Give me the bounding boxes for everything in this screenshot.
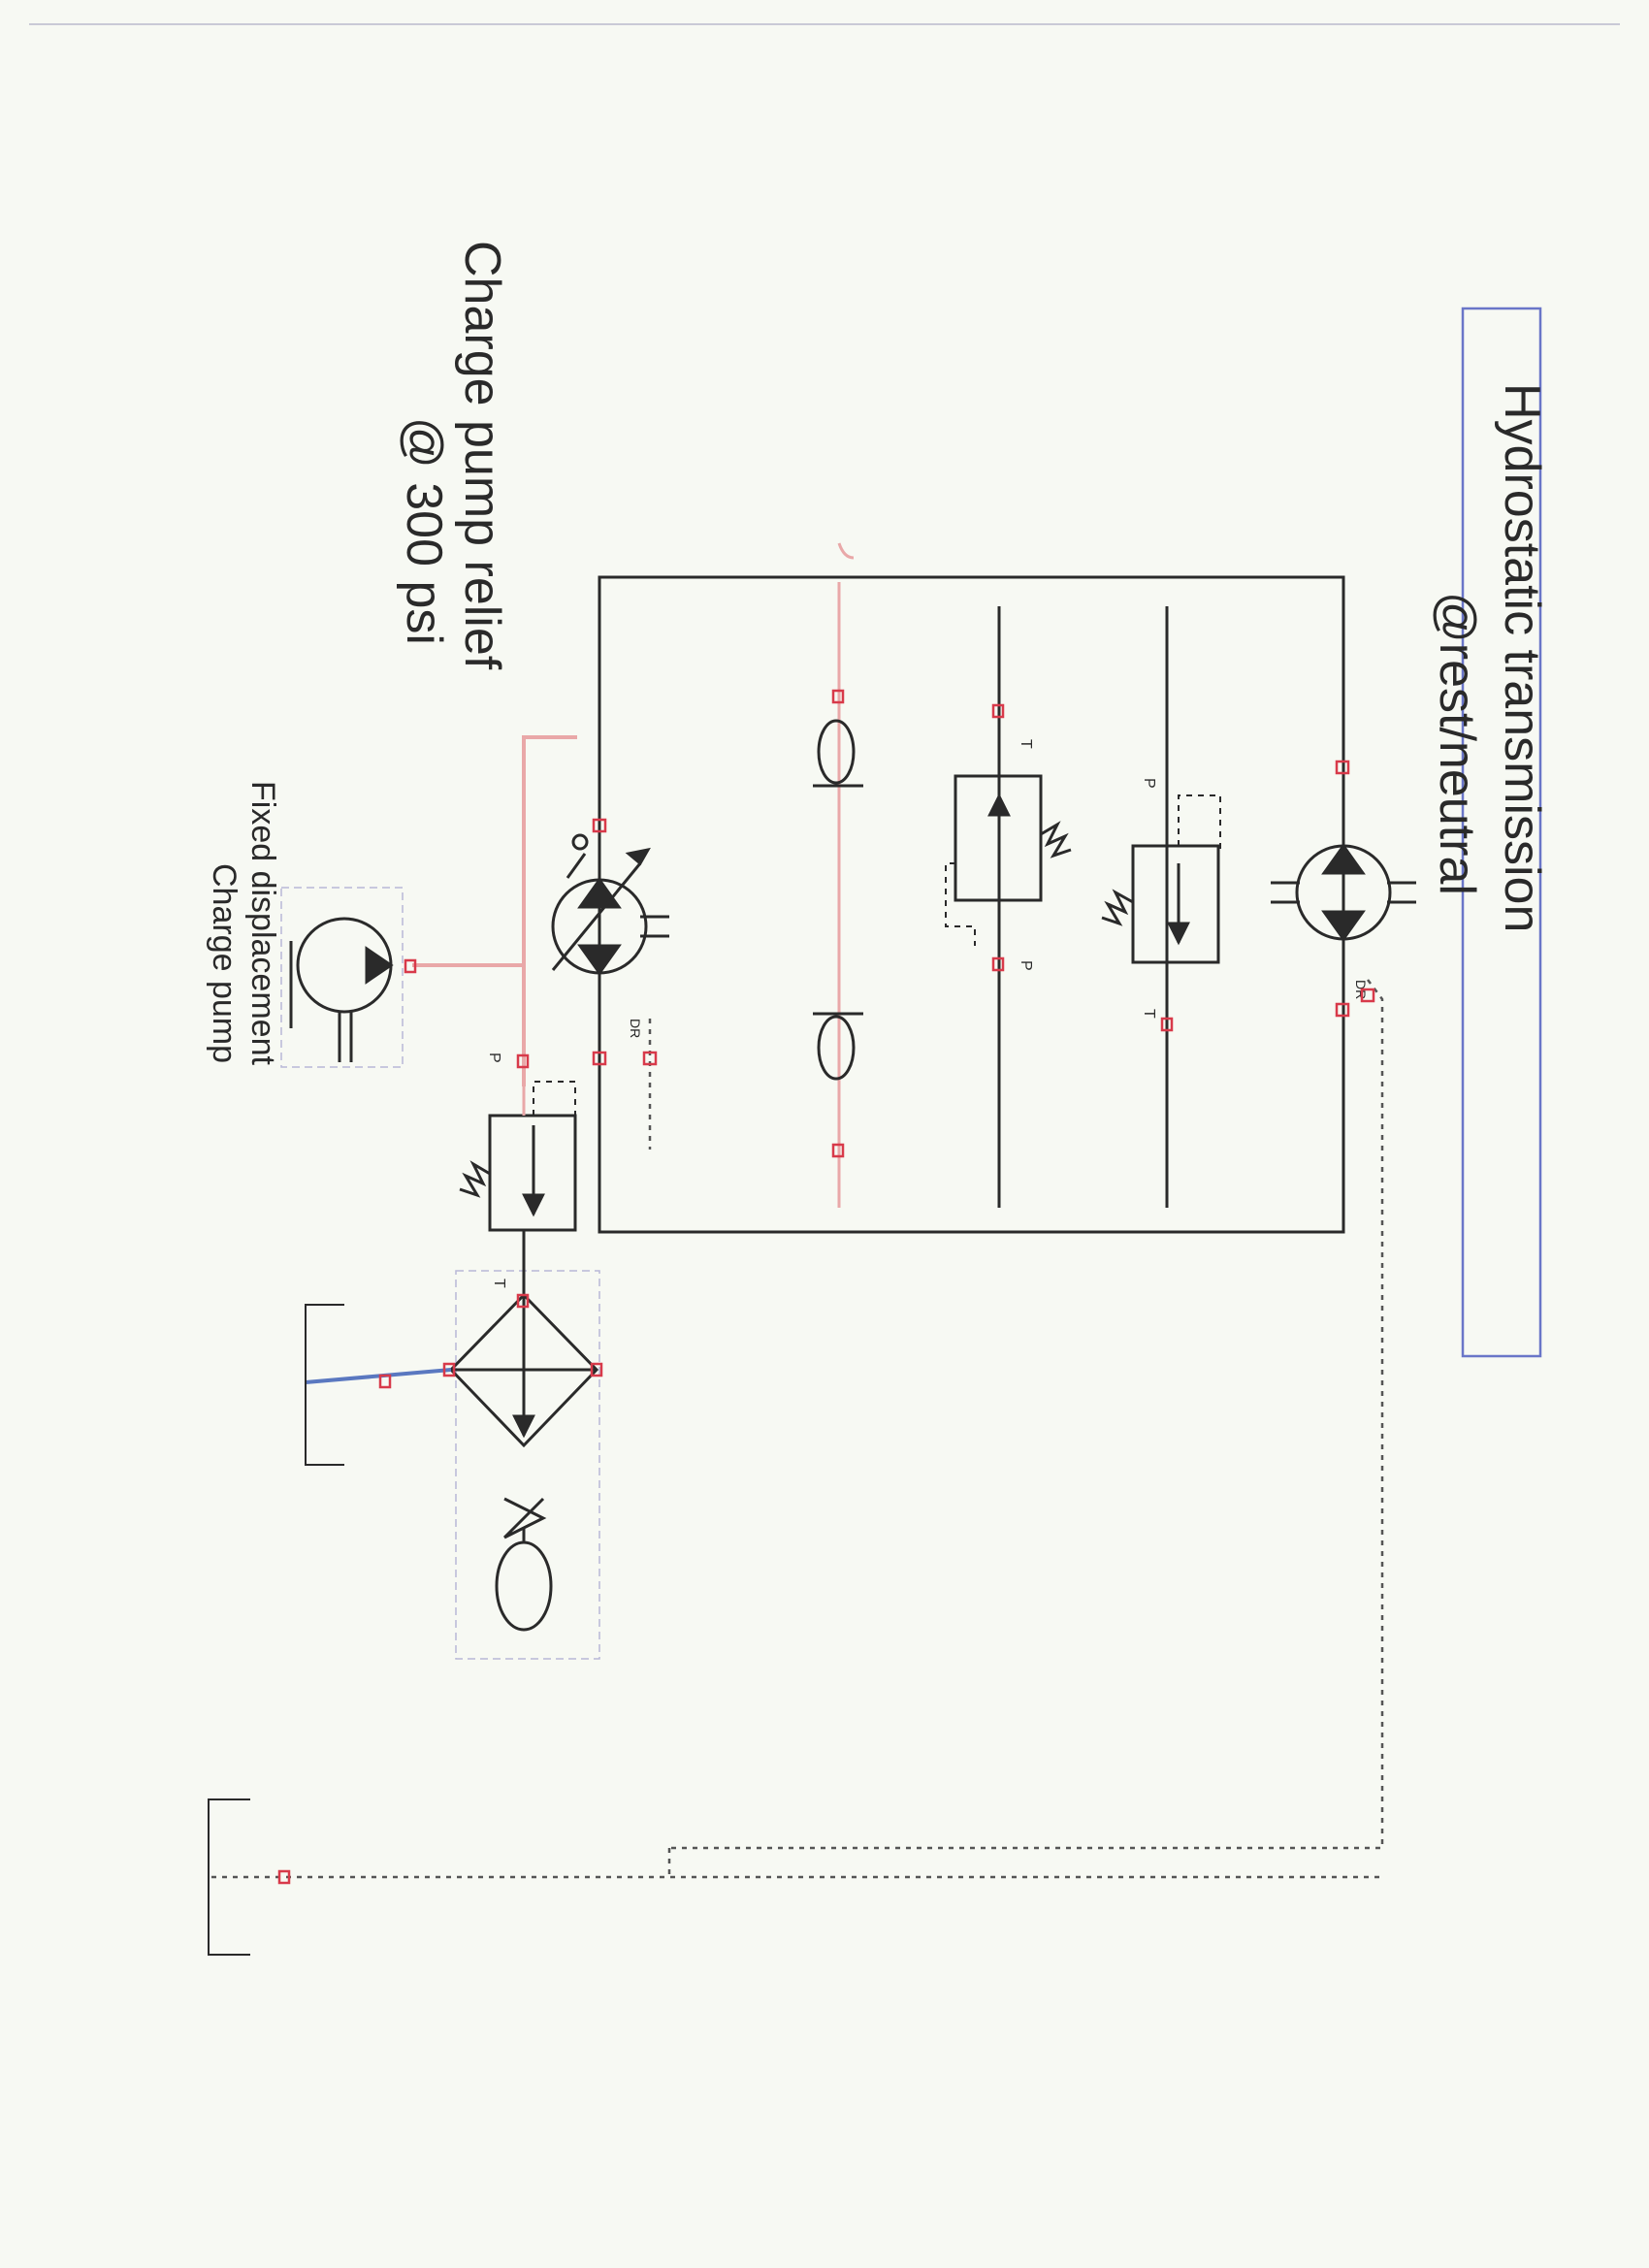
variable-pump-icon: DR	[551, 833, 669, 1038]
check-valve-upper-icon	[813, 719, 863, 788]
filter-cooler-group	[305, 1230, 600, 1660]
charge-pump-label-line2: Charge pump	[206, 863, 242, 1063]
port-markers	[277, 689, 1375, 1885]
motor-icon: DR	[1271, 843, 1416, 999]
port-label-t-right: T	[1141, 1009, 1157, 1019]
top-rule	[29, 23, 1620, 25]
pump-drain-label: DR	[628, 1019, 643, 1038]
cooler-fan-icon	[495, 1497, 553, 1632]
filter-icon	[448, 1230, 599, 1448]
tank-line	[305, 1368, 452, 1384]
check-valve-lower-icon	[813, 1012, 863, 1081]
title-line1: Hydrostatic transmission	[1494, 383, 1550, 932]
charge-relief-port-t: T	[491, 1279, 507, 1288]
pilot-drain-lines	[211, 979, 1384, 1879]
fixed-pump-icon	[289, 917, 394, 1062]
relief-valve-center-icon: T P	[945, 739, 1072, 971]
charge-line	[412, 735, 577, 1086]
charge-relief-port-p: P	[486, 1053, 502, 1063]
check-valve-branch	[837, 542, 855, 1208]
charge-relief-label-line2: @ 300 psi	[396, 417, 452, 645]
port-label-p: P	[1018, 960, 1034, 971]
port-label-p-right: P	[1141, 778, 1157, 789]
charge-relief-label-line1: Charge pump relief	[454, 241, 510, 670]
relief-valve-right-icon: P T	[1101, 778, 1221, 1019]
charge-relief-valve-icon: P T	[459, 1053, 577, 1288]
title-line2: @rest/neutral	[1429, 592, 1485, 895]
reservoir-icon	[208, 1304, 344, 1956]
title-box: Hydrostatic transmission @rest/neutral	[1429, 307, 1550, 1358]
charge-pump-group	[280, 887, 404, 1068]
main-loop	[598, 575, 1345, 1234]
charge-pump-label-line1: Fixed displacement	[244, 781, 281, 1065]
port-label-t: T	[1018, 739, 1034, 749]
